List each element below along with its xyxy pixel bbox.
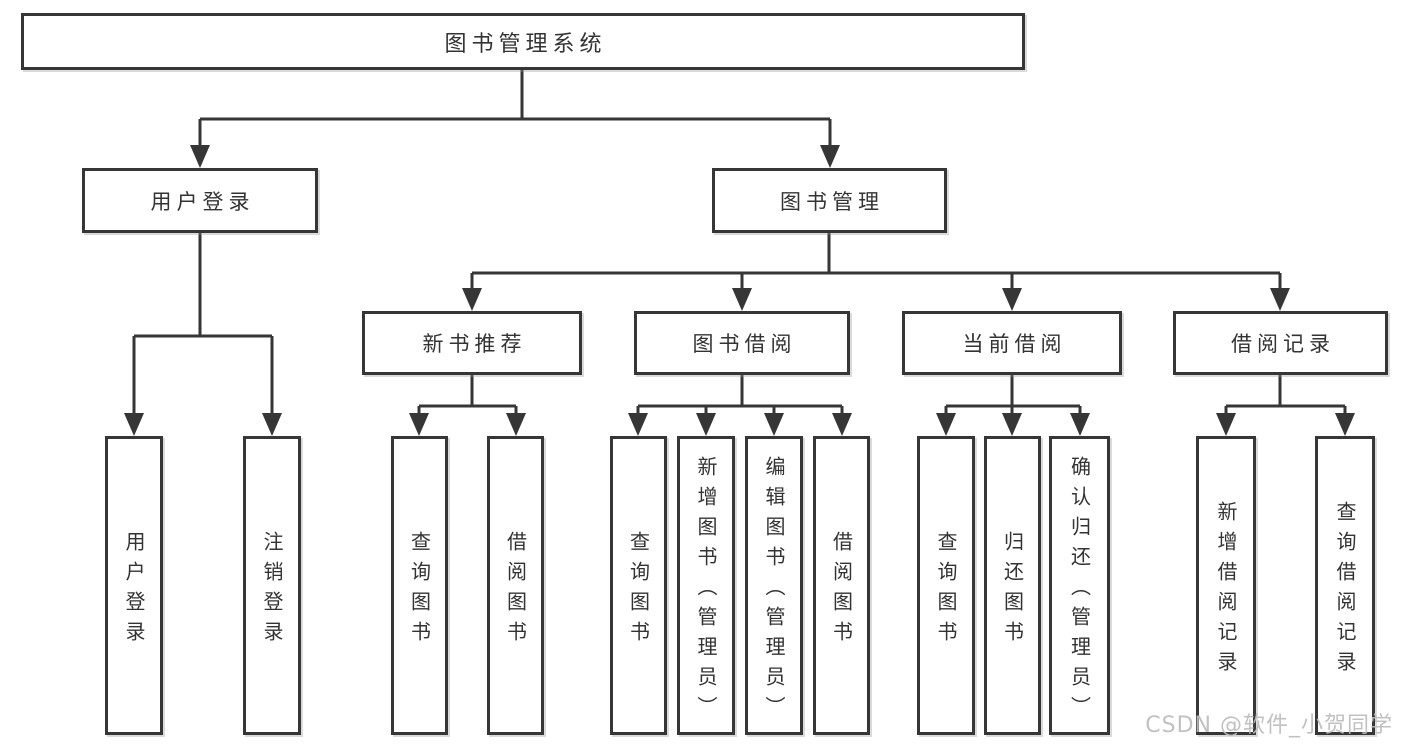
node-book-borrow-label: 图书借阅 <box>692 332 797 356</box>
leaf-nbr-borrow-book-label: 借阅图书 <box>503 530 528 651</box>
leaf-bb-query-book: 查询图书 <box>610 436 667 735</box>
connector-newbookrec-to-leaves <box>409 375 526 436</box>
leaf-nbr-query-book-label: 查询图书 <box>407 530 432 651</box>
node-user-login-label: 用户登录 <box>150 189 255 214</box>
leaf-cb-query-book: 查询图书 <box>917 436 975 735</box>
leaf-cb-return-book: 归还图书 <box>984 436 1041 735</box>
node-user-login: 用户登录 <box>82 168 318 233</box>
leaf-user-login: 用户登录 <box>105 436 163 735</box>
leaf-bb-add-book-admin-label: 新增图书（管理员） <box>694 455 718 726</box>
leaf-bb-edit-book-admin: 编辑图书（管理员） <box>745 436 803 735</box>
leaf-cb-confirm-return-admin: 确认归还（管理员） <box>1049 436 1110 735</box>
leaf-bb-add-book-admin: 新增图书（管理员） <box>677 436 735 735</box>
node-new-book-recommend-label: 新书推荐 <box>422 332 527 356</box>
node-current-borrow-label: 当前借阅 <box>962 332 1067 356</box>
node-current-borrow: 当前借阅 <box>902 311 1122 375</box>
connector-currentborrow-to-leaves <box>936 375 1090 436</box>
leaf-cb-confirm-return-admin-label: 确认归还（管理员） <box>1067 455 1092 726</box>
connector-bookmgmt-to-level3 <box>462 233 1290 311</box>
node-borrow-record-label: 借阅记录 <box>1231 332 1335 356</box>
leaf-nbr-borrow-book: 借阅图书 <box>487 436 544 735</box>
node-book-management: 图书管理 <box>712 168 947 233</box>
node-root-label: 图书管理系统 <box>444 31 607 57</box>
connector-root-to-level2 <box>190 70 840 168</box>
leaf-br-add-record: 新增借阅记录 <box>1196 436 1256 735</box>
node-root: 图书管理系统 <box>21 13 1025 70</box>
leaf-bb-query-book-label: 查询图书 <box>626 530 651 651</box>
csdn-watermark: CSDN @软件_小贺同学 <box>1145 713 1393 738</box>
leaf-user-login-label: 用户登录 <box>122 530 146 651</box>
node-book-management-label: 图书管理 <box>780 189 884 214</box>
connector-userlogin-to-leaves <box>124 233 282 436</box>
leaf-cb-query-book-label: 查询图书 <box>934 530 958 651</box>
connector-bookborrow-to-leaves <box>628 375 852 436</box>
leaf-bb-borrow-book-label: 借阅图书 <box>829 530 854 651</box>
leaf-bb-edit-book-admin-label: 编辑图书（管理员） <box>762 455 786 726</box>
leaf-logout: 注销登录 <box>243 436 301 735</box>
leaf-cb-return-book-label: 归还图书 <box>1000 530 1025 651</box>
leaf-br-query-record: 查询借阅记录 <box>1315 436 1375 735</box>
node-new-book-recommend: 新书推荐 <box>362 311 582 375</box>
node-book-borrow: 图书借阅 <box>634 311 850 375</box>
leaf-logout-label: 注销登录 <box>260 530 284 651</box>
leaf-br-query-record-label: 查询借阅记录 <box>1333 500 1357 681</box>
leaf-bb-borrow-book: 借阅图书 <box>813 436 870 735</box>
leaf-br-add-record-label: 新增借阅记录 <box>1214 500 1238 681</box>
node-borrow-record: 借阅记录 <box>1173 311 1388 375</box>
connector-borrowrecord-to-leaves <box>1216 375 1355 436</box>
leaf-nbr-query-book: 查询图书 <box>391 436 448 735</box>
